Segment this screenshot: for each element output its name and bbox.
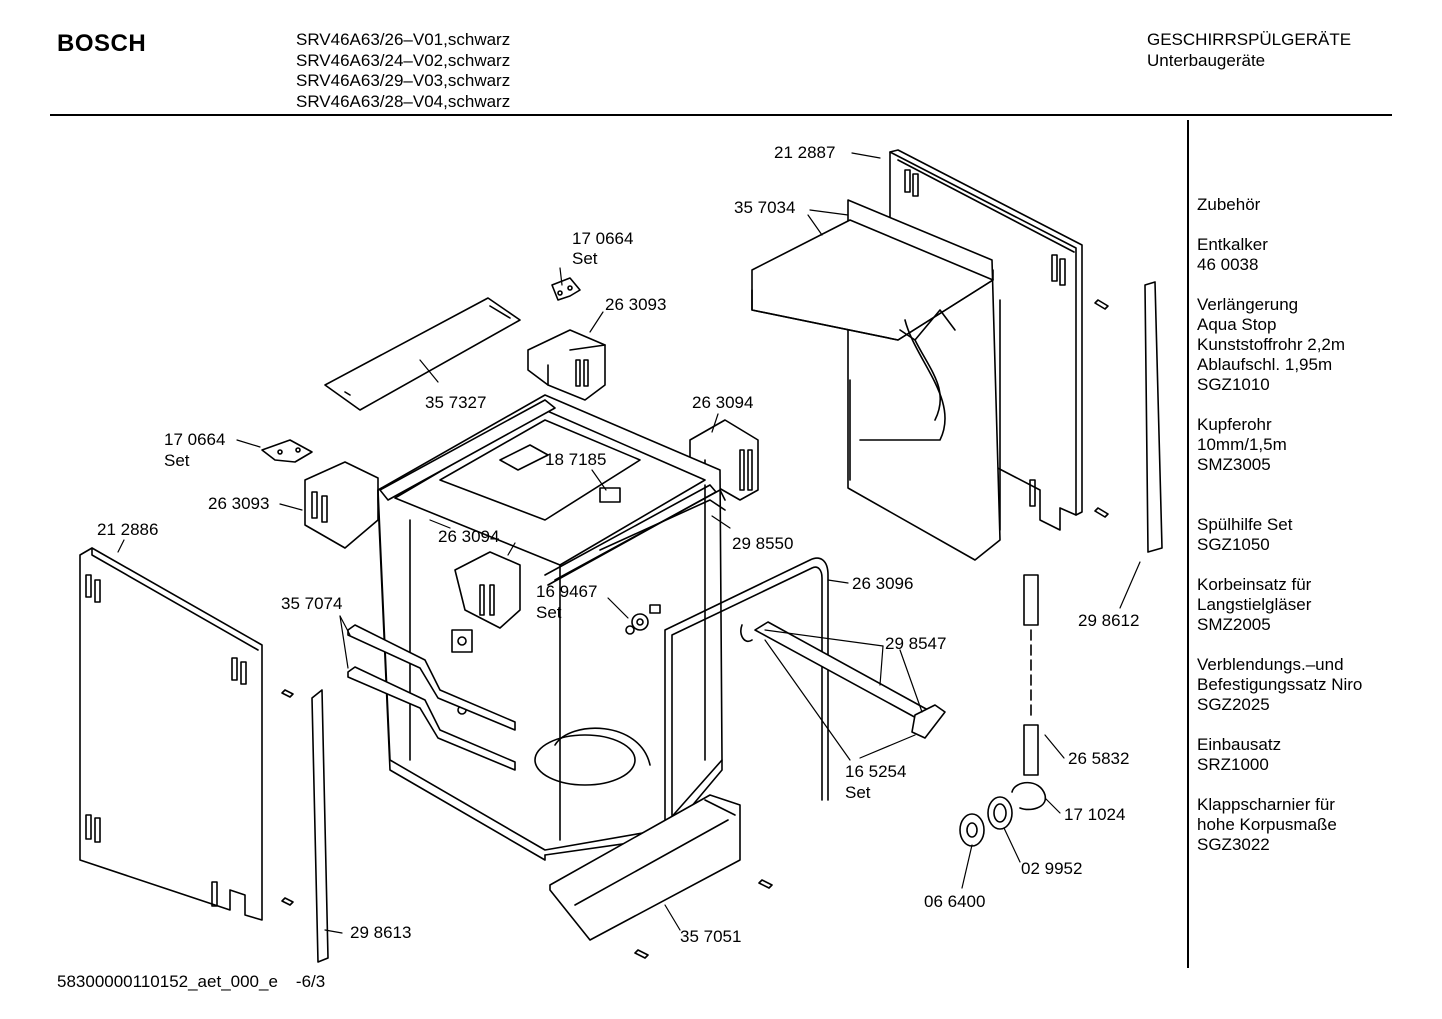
model-line: SRV46A63/24–V02,schwarz xyxy=(296,50,511,70)
part-label-029952: 02 9952 xyxy=(1021,859,1083,878)
side-panel-left xyxy=(79,547,263,921)
screws xyxy=(281,299,1109,959)
accessory-line: Befestigungssatz Niro xyxy=(1197,675,1363,694)
part-label-357074: 35 7074 xyxy=(281,594,343,613)
accessory-line: 10mm/1,5m xyxy=(1197,435,1287,454)
corner-block-top xyxy=(527,329,606,401)
side-strip-right xyxy=(1144,281,1163,553)
page-number: -6/3 xyxy=(295,972,326,991)
part-label-298547: 29 8547 xyxy=(885,634,947,653)
accessory-line: Aqua Stop xyxy=(1197,315,1277,334)
part-label-170664-left: 17 0664 xyxy=(164,430,226,449)
part-label-357034: 35 7034 xyxy=(734,198,796,217)
part-label-212886: 21 2886 xyxy=(97,520,159,539)
accessory-line: SGZ1050 xyxy=(1197,535,1270,554)
hinge-left xyxy=(261,439,313,463)
door-seal xyxy=(379,399,726,586)
hinge-top xyxy=(551,277,581,301)
hose-assembly xyxy=(959,574,1046,847)
header-divider xyxy=(50,114,1392,116)
part-label-169467: 16 9467 xyxy=(536,582,598,601)
footer: 58300000110152_aet_000_e -6/3 xyxy=(57,972,325,992)
part-label-165254: 16 5254 xyxy=(845,762,907,781)
rear-frame xyxy=(751,199,1001,561)
part-label-set-c: Set xyxy=(536,603,562,622)
part-label-187185: 18 7185 xyxy=(545,450,607,469)
part-label-357051: 35 7051 xyxy=(680,927,742,946)
accessory-line: Zubehör xyxy=(1197,195,1261,214)
part-label-171024: 17 1024 xyxy=(1064,805,1126,824)
accessory-line: Ablaufschl. 1,95m xyxy=(1197,355,1333,374)
slide-rails xyxy=(347,624,516,771)
accessory-line: Klappscharnier für xyxy=(1197,795,1335,814)
part-label-298613: 29 8613 xyxy=(350,923,412,942)
cover-plate xyxy=(324,297,521,411)
accessories-sidebar: Zubehör Entkalker 46 0038 Verlängerung A… xyxy=(1197,195,1437,875)
door-frame-rail xyxy=(599,499,829,886)
model-line: SRV46A63/29–V03,schwarz xyxy=(296,71,511,90)
accessory-line: Spülhilfe Set xyxy=(1197,515,1293,534)
accessory-line: SMZ3005 xyxy=(1197,455,1271,474)
model-line: SRV46A63/28–V04,schwarz xyxy=(296,91,511,111)
accessory-line: SMZ2005 xyxy=(1197,615,1271,634)
document-id: 58300000110152_aet_000_e xyxy=(57,972,278,991)
part-label-066400: 06 6400 xyxy=(924,892,986,911)
part-label-set-d: Set xyxy=(845,783,871,802)
model-list: SRV46A63/26–V01,schwarz SRV46A63/24–V02,… xyxy=(296,30,510,112)
accessory-group: Kupferohr 10mm/1,5m SMZ3005 xyxy=(1197,415,1437,475)
accessory-line: Einbausatz xyxy=(1197,735,1282,754)
accessory-line: hohe Korpusmaße xyxy=(1197,815,1337,834)
accessory-line: SGZ1010 xyxy=(1197,375,1270,394)
accessory-line: SRZ1000 xyxy=(1197,755,1269,774)
kick-plate xyxy=(549,794,741,941)
sidebar-divider xyxy=(1187,120,1189,968)
category-subtitle: Unterbaugeräte xyxy=(1147,50,1266,70)
part-label-263096: 26 3096 xyxy=(852,574,914,593)
accessory-group: Verlängerung Aqua Stop Kunststoffrohr 2,… xyxy=(1197,295,1437,395)
tub-body xyxy=(377,394,723,861)
accessory-group: Entkalker 46 0038 xyxy=(1197,235,1437,275)
model-line: SRV46A63/26–V01,schwarz xyxy=(296,30,511,49)
part-label-263094-right: 26 3094 xyxy=(692,393,754,412)
part-label-265832: 26 5832 xyxy=(1068,749,1130,768)
accessory-group: Korbeinsatz für Langstielgläser SMZ2005 xyxy=(1197,575,1437,635)
fastener-set xyxy=(599,487,661,635)
accessory-line: SGZ2025 xyxy=(1197,695,1270,714)
part-label-298550: 29 8550 xyxy=(732,534,794,553)
accessory-group: Einbausatz SRZ1000 xyxy=(1197,735,1437,775)
category-title: GESCHIRRSPÜLGERÄTE xyxy=(1147,30,1352,49)
part-label-set-b: Set xyxy=(164,451,190,470)
accessory-group: Zubehör xyxy=(1197,195,1437,215)
side-strip-left xyxy=(311,689,329,963)
leader-lines xyxy=(117,152,1141,934)
part-label-357327: 35 7327 xyxy=(425,393,487,412)
corner-block-left xyxy=(304,461,379,549)
part-label-263093-left: 26 3093 xyxy=(208,494,270,513)
accessory-line: Kupferohr xyxy=(1197,415,1272,434)
accessory-group: Verblendungs.–und Befestigungssatz Niro … xyxy=(1197,655,1437,715)
accessory-line: Kunststoffrohr 2,2m xyxy=(1197,335,1346,354)
category-block: GESCHIRRSPÜLGERÄTE Unterbaugeräte xyxy=(1147,30,1351,71)
brand-logo: BOSCH xyxy=(57,30,147,57)
part-label-263093-top: 26 3093 xyxy=(605,295,667,314)
corner-block-center xyxy=(454,551,521,629)
part-label-298612: 29 8612 xyxy=(1078,611,1140,630)
accessory-line: Verlängerung xyxy=(1197,295,1299,314)
accessory-group: Spülhilfe Set SGZ1050 xyxy=(1197,515,1437,555)
part-label-212887: 21 2887 xyxy=(774,143,836,162)
door-arm xyxy=(740,621,946,739)
accessory-line: 46 0038 xyxy=(1197,255,1259,274)
accessory-group: Klappscharnier für hohe Korpusmaße SGZ30… xyxy=(1197,795,1437,855)
accessory-line: Korbeinsatz für xyxy=(1197,575,1312,594)
part-label-170664-top: 17 0664 xyxy=(572,229,634,248)
accessory-line: Langstielgläser xyxy=(1197,595,1312,614)
accessory-line: SGZ3022 xyxy=(1197,835,1270,854)
accessory-line: Verblendungs.–und xyxy=(1197,655,1344,674)
part-label-263094-center: 26 3094 xyxy=(438,527,500,546)
accessory-line: Entkalker xyxy=(1197,235,1268,254)
part-label-set-a: Set xyxy=(572,249,598,268)
